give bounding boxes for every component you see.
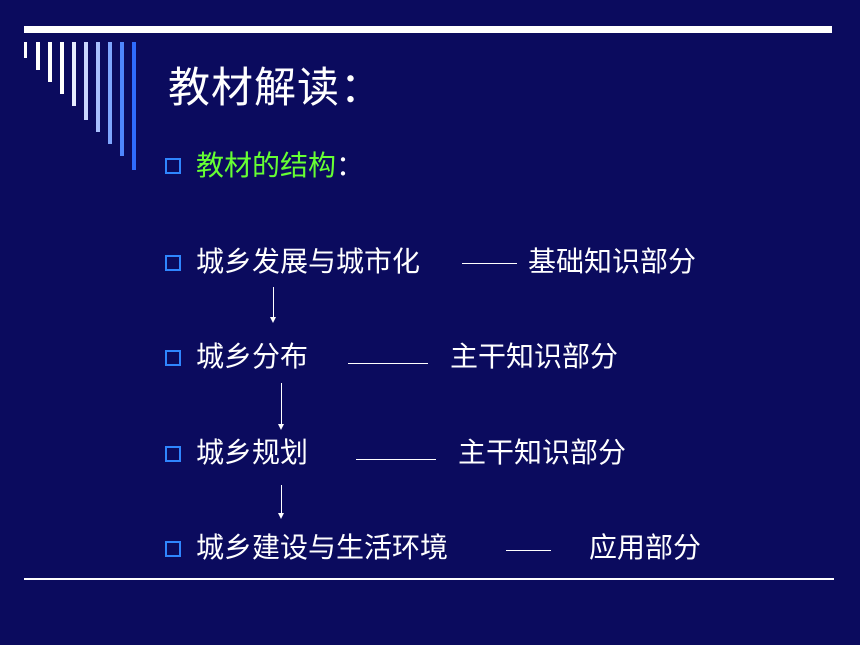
bullet-square-icon <box>165 350 181 366</box>
list-item-planning: 城乡规划 <box>196 436 309 469</box>
bullet-square-icon <box>165 158 181 174</box>
top-decorative-bar <box>24 26 832 33</box>
slide-title: 教材解读： <box>168 63 384 112</box>
list-item-structure: 教材的结构： <box>196 148 364 184</box>
bullet-square-icon <box>165 541 181 557</box>
item-colon: ： <box>336 149 365 182</box>
item-category: 基础知识部分 <box>528 245 697 278</box>
list-item-construction: 城乡建设与生活环境 <box>196 531 449 564</box>
dash-connector <box>356 459 436 460</box>
decorative-stripes <box>24 42 136 170</box>
dash-connector <box>348 363 428 364</box>
list-item-development: 城乡发展与城市化 <box>196 245 421 278</box>
dash-connector <box>506 550 551 551</box>
down-arrow-icon <box>278 485 284 519</box>
down-arrow-icon <box>278 383 284 430</box>
item-label: 教材的结构 <box>196 149 337 182</box>
item-category: 应用部分 <box>589 531 702 564</box>
down-arrow-icon <box>270 287 276 323</box>
bullet-square-icon <box>165 255 181 271</box>
bullet-square-icon <box>165 446 181 462</box>
bottom-divider <box>24 578 834 580</box>
dash-connector <box>462 263 517 264</box>
item-category: 主干知识部分 <box>458 436 627 469</box>
list-item-distribution: 城乡分布 <box>196 340 309 373</box>
item-category: 主干知识部分 <box>450 340 619 373</box>
